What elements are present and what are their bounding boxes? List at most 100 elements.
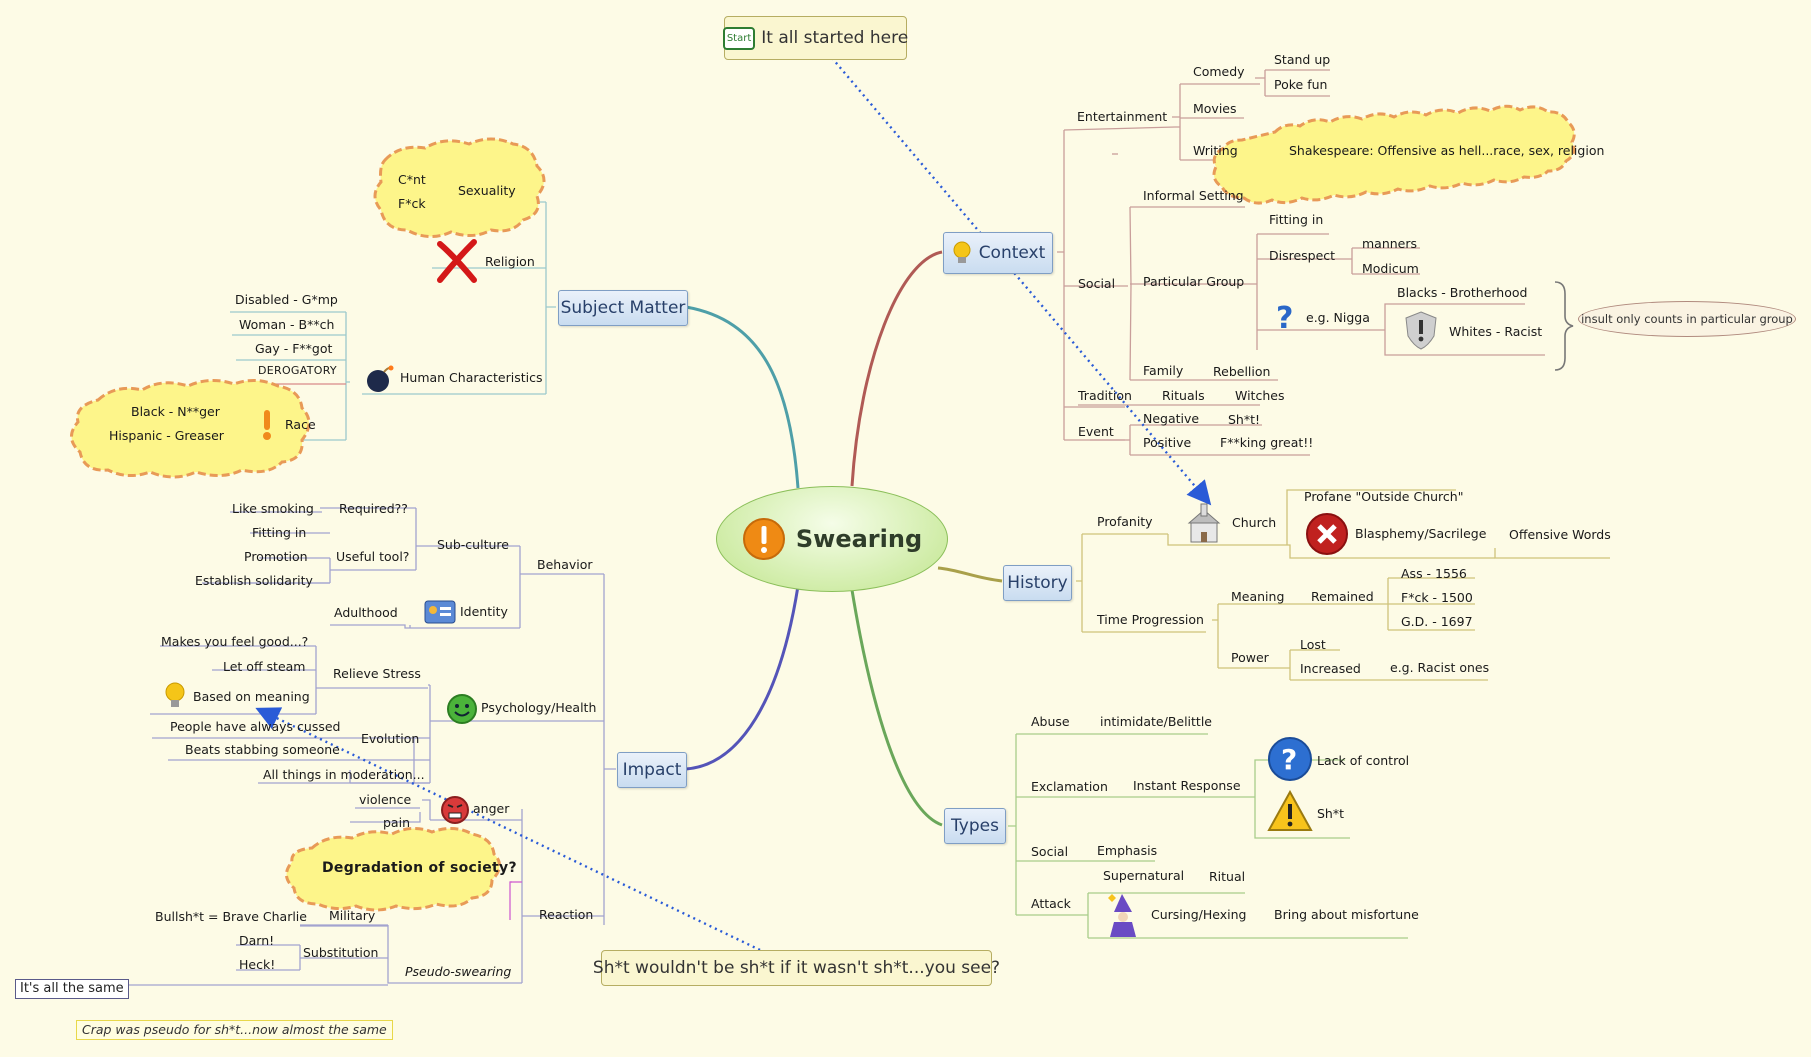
callout-note[interactable]: insult only counts in particular group bbox=[1578, 301, 1796, 337]
rituals-label[interactable]: Rituals bbox=[1162, 388, 1205, 403]
impact-topic[interactable]: Impact bbox=[617, 752, 687, 788]
anger-label[interactable]: anger bbox=[473, 801, 510, 816]
same-note[interactable]: It's all the same bbox=[15, 979, 129, 999]
abuse-label[interactable]: Abuse bbox=[1031, 714, 1070, 729]
cnt-label[interactable]: C*nt bbox=[398, 172, 426, 187]
woman-label[interactable]: Woman - B**ch bbox=[239, 317, 335, 332]
disabled-label[interactable]: Disabled - G*mp bbox=[235, 292, 338, 307]
substitution-label[interactable]: Substitution bbox=[303, 945, 379, 960]
blacks-label[interactable]: Blacks - Brotherhood bbox=[1397, 285, 1528, 300]
shakespeare-label[interactable]: Shakespeare: Offensive as hell...race, s… bbox=[1289, 143, 1605, 158]
nigga-label[interactable]: e.g. Nigga bbox=[1306, 310, 1370, 325]
attack-label[interactable]: Attack bbox=[1031, 896, 1071, 911]
supernatural-label[interactable]: Supernatural bbox=[1103, 868, 1185, 883]
fitting-in-impact-label[interactable]: Fitting in bbox=[252, 525, 307, 540]
pokefun-label[interactable]: Poke fun bbox=[1274, 77, 1328, 92]
history-topic[interactable]: History bbox=[1003, 565, 1072, 601]
fitting-in-label[interactable]: Fitting in bbox=[1269, 212, 1324, 227]
human-label[interactable]: Human Characteristics bbox=[400, 370, 543, 385]
religion-label[interactable]: Religion bbox=[485, 254, 535, 269]
lost-label[interactable]: Lost bbox=[1300, 637, 1326, 652]
evolution-label[interactable]: Evolution bbox=[361, 731, 420, 746]
event-label[interactable]: Event bbox=[1078, 424, 1114, 439]
time-progression-label[interactable]: Time Progression bbox=[1097, 612, 1204, 627]
based-on-meaning-label[interactable]: Based on meaning bbox=[193, 689, 310, 704]
violence-label[interactable]: violence bbox=[359, 792, 412, 807]
identity-label[interactable]: Identity bbox=[460, 604, 508, 619]
social-label[interactable]: Social bbox=[1078, 276, 1116, 291]
modicum-label[interactable]: Modicum bbox=[1362, 261, 1419, 276]
misfortune-label[interactable]: Bring about misfortune bbox=[1274, 907, 1419, 922]
solidarity-label[interactable]: Establish solidarity bbox=[195, 573, 313, 588]
required-label[interactable]: Required?? bbox=[339, 501, 408, 516]
stress-label[interactable]: Relieve Stress bbox=[333, 666, 421, 681]
standup-label[interactable]: Stand up bbox=[1274, 52, 1331, 67]
exclamation-label[interactable]: Exclamation bbox=[1031, 779, 1108, 794]
tradition-label[interactable]: Tradition bbox=[1078, 388, 1132, 403]
psych-label[interactable]: Psychology/Health bbox=[481, 700, 597, 715]
context-topic[interactable]: Context bbox=[943, 232, 1053, 274]
promotion-label[interactable]: Promotion bbox=[244, 549, 308, 564]
whites-label[interactable]: Whites - Racist bbox=[1449, 324, 1543, 339]
increased-label[interactable]: Increased bbox=[1300, 661, 1361, 676]
profanity-label[interactable]: Profanity bbox=[1097, 514, 1153, 529]
start-node[interactable]: Start It all started here bbox=[722, 16, 908, 60]
gd-label[interactable]: G.D. - 1697 bbox=[1401, 614, 1473, 629]
intimidate-label[interactable]: intimidate/Belittle bbox=[1100, 714, 1212, 729]
heck-label[interactable]: Heck! bbox=[239, 957, 276, 972]
derogatory-label[interactable]: DEROGATORY bbox=[258, 364, 337, 377]
cursing-label[interactable]: Cursing/Hexing bbox=[1151, 907, 1247, 922]
writing-label[interactable]: Writing bbox=[1193, 143, 1238, 158]
pseudo-label[interactable]: Pseudo-swearing bbox=[405, 964, 512, 979]
ass-label[interactable]: Ass - 1556 bbox=[1401, 566, 1467, 581]
great-label[interactable]: F**king great!! bbox=[1220, 435, 1314, 450]
useful-label[interactable]: Useful tool? bbox=[336, 549, 410, 564]
instant-label[interactable]: Instant Response bbox=[1133, 778, 1241, 793]
emphasis-label[interactable]: Emphasis bbox=[1097, 843, 1158, 858]
racist-label[interactable]: e.g. Racist ones bbox=[1390, 660, 1490, 675]
offensive-label[interactable]: Offensive Words bbox=[1509, 527, 1611, 542]
hispanic-label[interactable]: Hispanic - Greaser bbox=[109, 428, 224, 443]
shit-label[interactable]: Sh*t! bbox=[1228, 412, 1261, 427]
reaction-label[interactable]: Reaction bbox=[539, 907, 594, 922]
fck-label[interactable]: F*ck bbox=[398, 196, 426, 211]
comedy-label[interactable]: Comedy bbox=[1193, 64, 1245, 79]
always-label[interactable]: People have always cussed bbox=[170, 719, 341, 734]
bullsht-label[interactable]: Bullsh*t = Brave Charlie bbox=[155, 909, 307, 924]
feelgood-label[interactable]: Makes you feel good...? bbox=[161, 634, 309, 649]
movies-label[interactable]: Movies bbox=[1193, 101, 1237, 116]
black-label[interactable]: Black - N**ger bbox=[131, 404, 220, 419]
rebellion-label[interactable]: Rebellion bbox=[1213, 364, 1271, 379]
sht-label[interactable]: Sh*t bbox=[1317, 806, 1345, 821]
lack-label[interactable]: Lack of control bbox=[1317, 753, 1410, 768]
behavior-label[interactable]: Behavior bbox=[537, 557, 593, 572]
quote-node[interactable]: Sh*t wouldn't be sh*t if it wasn't sh*t.… bbox=[593, 950, 1000, 986]
positive-label[interactable]: Positive bbox=[1143, 435, 1192, 450]
power-label[interactable]: Power bbox=[1231, 650, 1269, 665]
disrespect-label[interactable]: Disrespect bbox=[1269, 248, 1336, 263]
negative-label[interactable]: Negative bbox=[1143, 411, 1200, 426]
blasphemy-label[interactable]: Blasphemy/Sacrilege bbox=[1355, 526, 1487, 541]
pain-label[interactable]: pain bbox=[383, 815, 410, 830]
church-label[interactable]: Church bbox=[1232, 515, 1277, 530]
types-topic[interactable]: Types bbox=[944, 808, 1006, 844]
family-label[interactable]: Family bbox=[1143, 363, 1184, 378]
types-social-label[interactable]: Social bbox=[1031, 844, 1069, 859]
outside-church-label[interactable]: Profane "Outside Church" bbox=[1304, 489, 1464, 504]
stabbing-label[interactable]: Beats stabbing someone bbox=[185, 742, 340, 757]
meaning-label[interactable]: Meaning bbox=[1231, 589, 1285, 604]
witches-label[interactable]: Witches bbox=[1235, 388, 1285, 403]
remained-label[interactable]: Remained bbox=[1311, 589, 1374, 604]
degradation-label[interactable]: Degradation of society? bbox=[322, 860, 517, 876]
particular-label[interactable]: Particular Group bbox=[1143, 274, 1245, 289]
race-label[interactable]: Race bbox=[285, 417, 316, 432]
subject-topic[interactable]: Subject Matter bbox=[558, 290, 688, 326]
steam-label[interactable]: Let off steam bbox=[223, 659, 306, 674]
fck-1500-label[interactable]: F*ck - 1500 bbox=[1401, 590, 1473, 605]
entertainment-label[interactable]: Entertainment bbox=[1077, 109, 1168, 124]
sexuality-label[interactable]: Sexuality bbox=[458, 183, 516, 198]
ritual-label[interactable]: Ritual bbox=[1209, 869, 1246, 884]
military-label[interactable]: Military bbox=[329, 908, 376, 923]
crap-note[interactable]: Crap was pseudo for sh*t...now almost th… bbox=[76, 1020, 393, 1040]
adulthood-label[interactable]: Adulthood bbox=[334, 605, 398, 620]
